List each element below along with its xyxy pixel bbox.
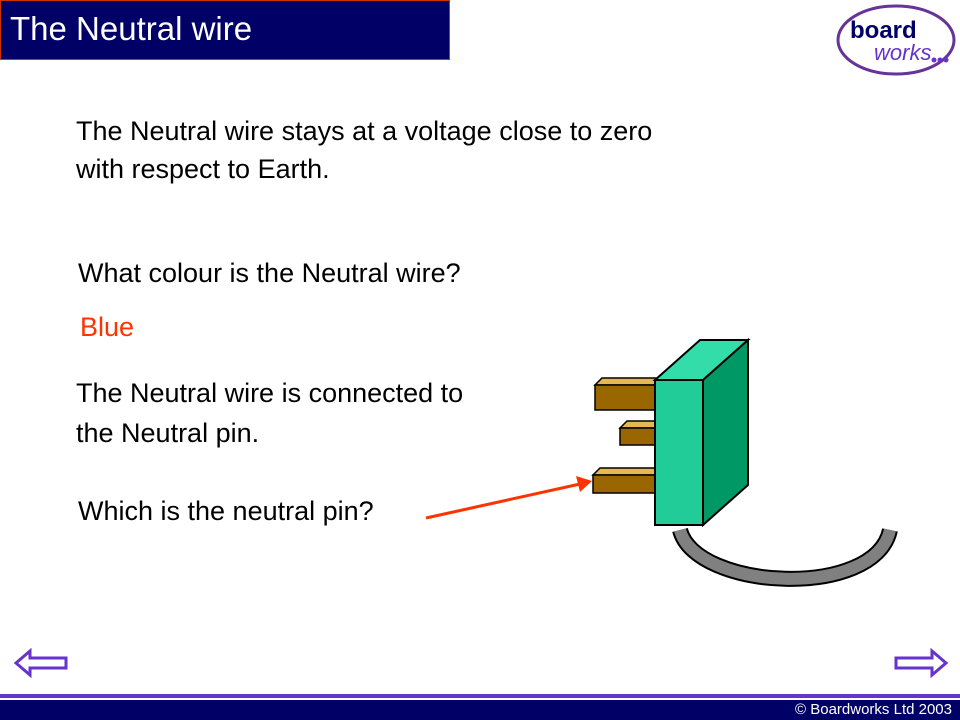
- intro-line-1: The Neutral wire stays at a voltage clos…: [76, 116, 653, 146]
- plug-pin-top: [593, 377, 669, 411]
- question-colour: What colour is the Neutral wire?: [78, 258, 461, 288]
- title-banner: The Neutral wire: [0, 0, 450, 60]
- logo-word-works: works: [874, 40, 931, 65]
- left-arrow-icon: [14, 648, 68, 678]
- logo-word-board: board: [850, 17, 917, 44]
- copyright-text: © Boardworks Ltd 2003: [795, 701, 952, 718]
- connect-line-1: The Neutral wire is connected to: [76, 378, 464, 408]
- boardworks-logo: board works: [836, 4, 956, 76]
- answer-blue: Blue: [80, 312, 135, 342]
- slide-title: The Neutral wire: [10, 10, 253, 47]
- footer-bar: [0, 700, 960, 720]
- forward-arrow-button[interactable]: [892, 648, 948, 678]
- plug-illustration: [591, 337, 898, 587]
- footer-accent-line: [0, 694, 960, 698]
- connect-line-2: the Neutral pin.: [76, 418, 260, 448]
- pointer-arrow: [425, 476, 592, 520]
- plug-body: [652, 337, 751, 528]
- right-arrow-icon: [894, 648, 948, 678]
- back-arrow-button[interactable]: [14, 648, 70, 678]
- intro-line-2: with respect to Earth.: [76, 154, 330, 184]
- question-neutral-pin: Which is the neutral pin?: [78, 496, 374, 526]
